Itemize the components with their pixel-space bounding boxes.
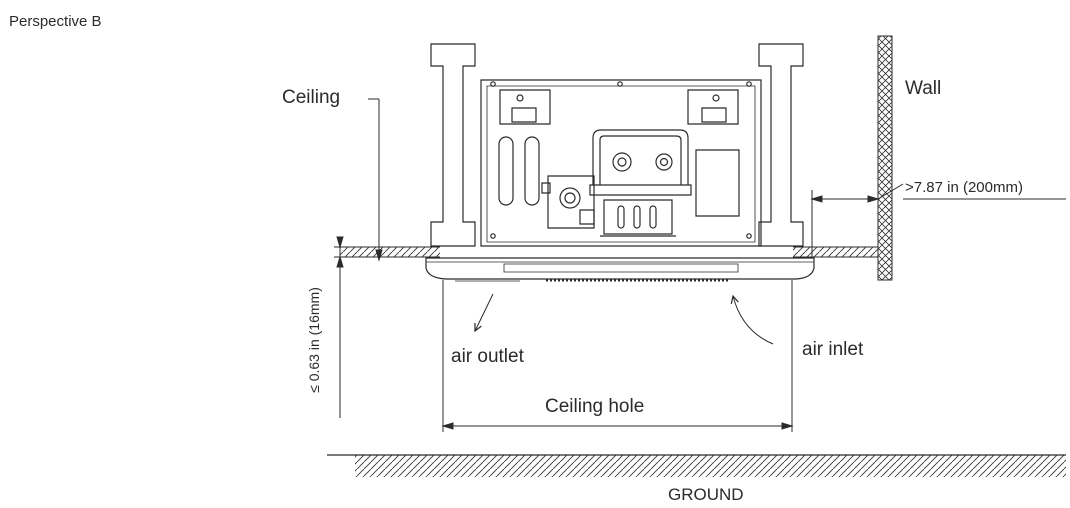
gap-dimension — [334, 237, 346, 418]
left-beam-support — [431, 44, 475, 246]
ground-label: GROUND — [668, 485, 744, 504]
air-inlet-arrow — [733, 296, 773, 344]
ceiling-label: Ceiling — [282, 87, 341, 108]
indoor-unit — [481, 80, 761, 246]
right-beam-support — [759, 44, 803, 246]
wall-clearance-dimension — [812, 184, 1066, 258]
ceiling-hole-label: Ceiling hole — [545, 396, 645, 417]
wall-clearance-label: >7.87 in (200mm) — [905, 179, 1023, 196]
ceiling-hole-dimension — [443, 280, 792, 432]
max-gap-label: ≤ 0.63 in (16mm) — [306, 287, 322, 393]
wall-label: Wall — [905, 78, 942, 99]
ceiling-panel — [426, 258, 814, 281]
ceiling-leader — [368, 99, 382, 260]
ground — [327, 455, 1066, 477]
perspective-label: Perspective B — [9, 13, 102, 30]
air-outlet-label: air outlet — [451, 346, 524, 367]
air-outlet-arrow — [475, 294, 493, 331]
wall — [878, 36, 892, 280]
air-inlet-label: air inlet — [802, 339, 864, 360]
ceiling-slab — [340, 247, 878, 257]
